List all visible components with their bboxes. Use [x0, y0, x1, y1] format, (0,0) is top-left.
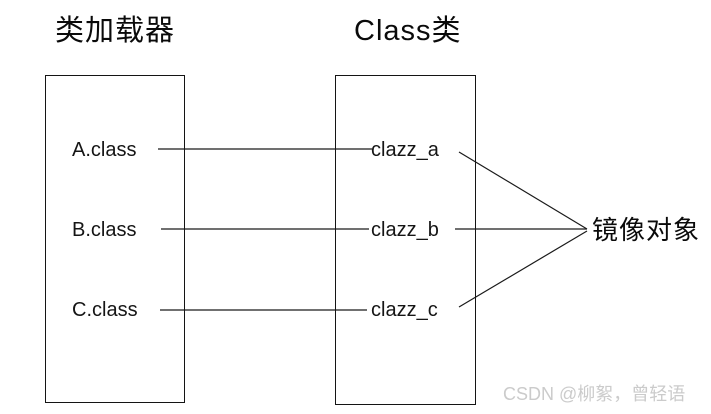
label-c-class: C.class [72, 299, 138, 321]
class-box [335, 75, 476, 405]
connector-clazz-a-to-mirror [458, 151, 588, 230]
mirror-object-label: 镜像对象 [592, 215, 701, 245]
class-column-title: Class类 [354, 15, 462, 47]
label-clazz-a: clazz_a [371, 139, 439, 161]
label-a-class: A.class [72, 139, 137, 161]
label-clazz-b: clazz_b [371, 219, 439, 241]
label-clazz-c: clazz_c [371, 299, 438, 321]
label-b-class: B.class [72, 219, 137, 241]
connector-clazz-c-to-mirror [458, 230, 588, 308]
watermark: CSDN @柳絮，曾轻语 [503, 384, 686, 404]
classloader-box [45, 75, 185, 403]
classloader-column-title: 类加载器 [55, 15, 176, 47]
